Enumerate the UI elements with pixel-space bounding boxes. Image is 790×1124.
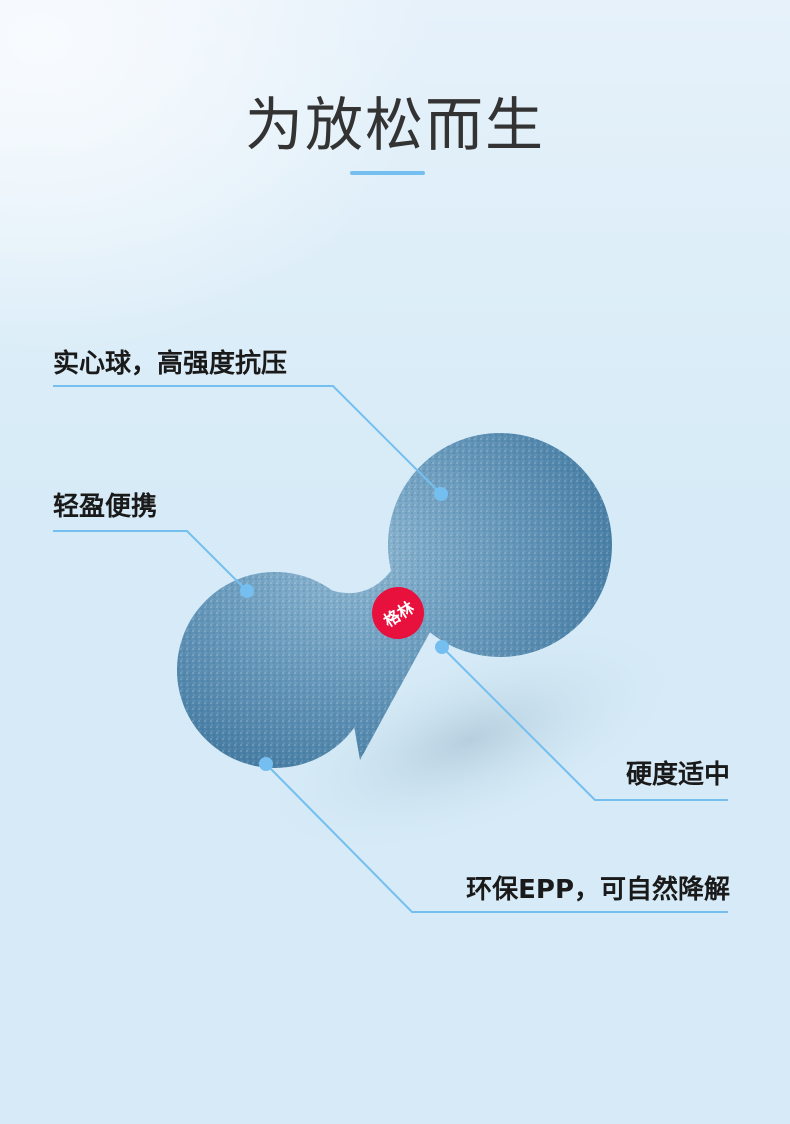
feature-label-eco: 环保EPP，可自然降解 [466,875,730,905]
brand-badge-text: 格林 [380,597,418,631]
page-title: 为放松而生 [244,91,545,159]
feature-label-portable: 轻盈便携 [53,492,158,522]
title-underline [350,171,425,175]
callout-dots [240,487,449,771]
feature-label-solid: 实心球，高强度抗压 [53,349,288,379]
callout-lines [53,385,728,913]
feature-label-hardness: 硬度适中 [625,760,730,790]
